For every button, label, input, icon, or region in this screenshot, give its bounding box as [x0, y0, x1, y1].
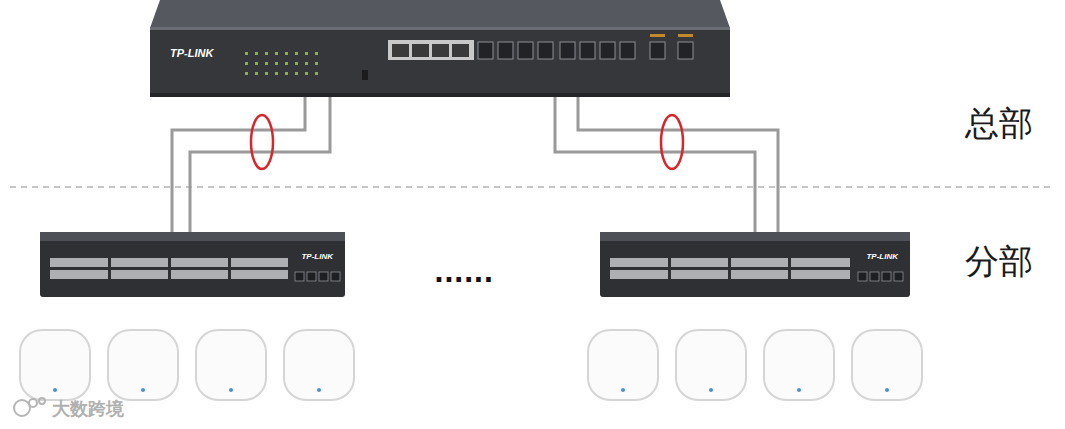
ellipsis-mark: ...... [434, 258, 493, 288]
brand-logo: TP-LINK [866, 252, 898, 261]
core-switch-art [150, 0, 730, 97]
network-cable [578, 97, 778, 232]
aggregation-ellipse [661, 115, 683, 169]
region-label: 总部 [965, 101, 1033, 147]
network-switch: TP-LINK [600, 232, 910, 297]
aggregation-ellipse [251, 115, 273, 169]
brand-logo: TP-LINK [301, 252, 333, 261]
network-cable [172, 97, 305, 232]
network-switch: TP-LINK [150, 0, 730, 97]
access-switch-art [40, 232, 345, 297]
region-label: 分部 [965, 239, 1033, 285]
divider-line [10, 186, 1055, 187]
network-switch: TP-LINK [40, 232, 345, 297]
brand-logo: TP-LINK [170, 47, 213, 59]
access-switch-art [600, 232, 910, 297]
watermark-icon [14, 398, 45, 416]
network-cable [555, 97, 755, 232]
network-cable [190, 97, 330, 232]
watermark: 大数跨境 [52, 397, 124, 421]
access-point-icons [20, 330, 922, 400]
